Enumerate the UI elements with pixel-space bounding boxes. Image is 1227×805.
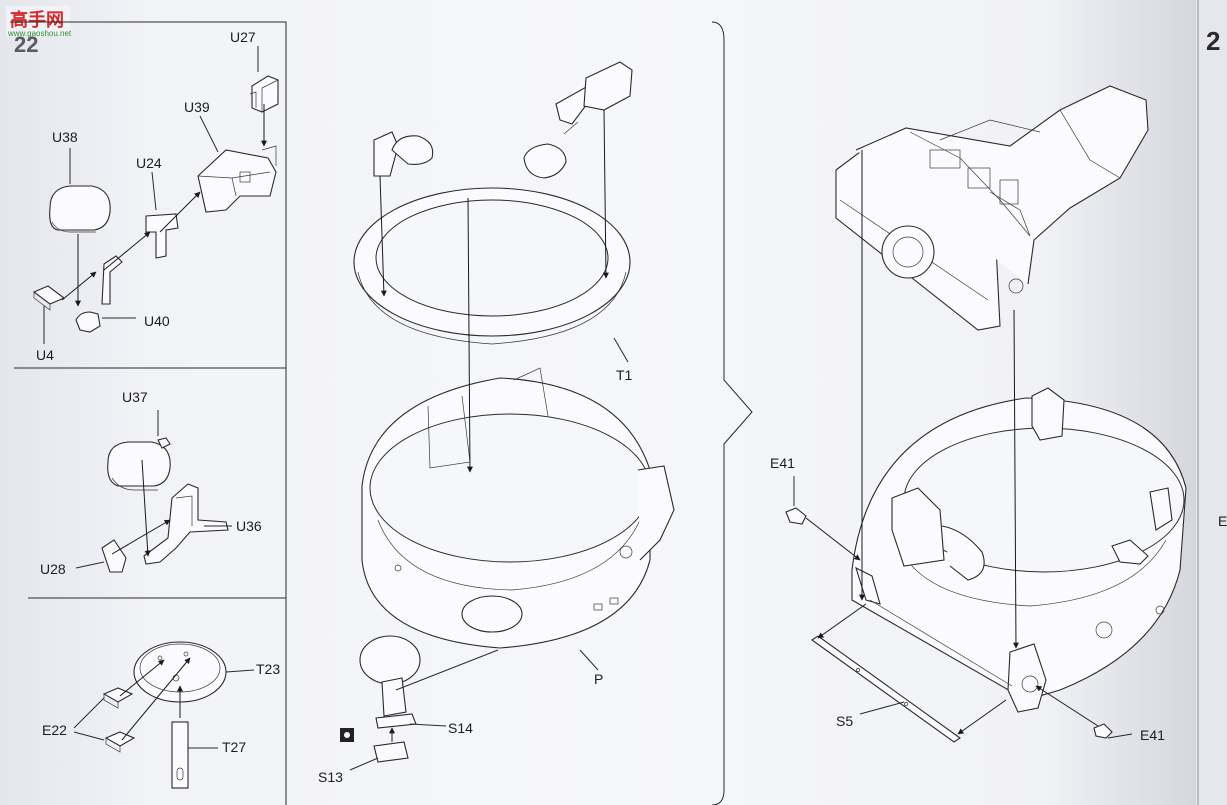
subassembly-gun-mount: [835, 85, 1149, 331]
callout-u39: U39: [184, 99, 210, 115]
callout-e41-bottom: E41: [1140, 727, 1165, 743]
step-separator: [711, 21, 753, 805]
callout-u27: U27: [230, 29, 256, 45]
page-number: 22: [14, 32, 38, 57]
part-u4: [32, 285, 66, 311]
subassembly-hatch: U37 U36 U28: [40, 389, 262, 577]
callout-s13: S13: [318, 769, 343, 785]
callout-t23: T23: [256, 661, 280, 677]
substep-frame: [10, 21, 287, 805]
callout-t1: T1: [616, 367, 633, 383]
part-e22-upper: [102, 687, 134, 709]
part-s5: [811, 603, 1007, 743]
callout-e41-top: E41: [770, 455, 795, 471]
subassembly-vent: T23 E22 T27: [42, 641, 280, 789]
part-u36: [143, 483, 229, 565]
callout-s14: S14: [448, 720, 473, 736]
subassembly-basket-right: [851, 387, 1187, 713]
callout-u38: U38: [52, 129, 78, 145]
part-p: [361, 367, 675, 649]
subassembly-periscope-right: [523, 61, 633, 179]
watermark-site-name: 高手网: [10, 9, 64, 30]
subassembly-periscope: U27 U39 U38 U24 U40 U4: [32, 29, 279, 363]
callout-p: P: [594, 671, 603, 687]
part-u39: [197, 145, 277, 213]
next-page-number: 2: [1206, 26, 1220, 56]
subassembly-turret-basket: T1 P S14 S13: [318, 61, 675, 785]
callout-u37: U37: [122, 389, 148, 405]
callout-t27: T27: [222, 739, 246, 755]
watermark-site-url: www.gaoshou.net: [7, 29, 72, 38]
next-page-edge: 2 E: [1196, 0, 1227, 805]
part-u38: [49, 185, 111, 233]
part-s13: [340, 728, 409, 763]
part-s14: [359, 635, 499, 729]
part-t27: [171, 721, 189, 789]
subassembly-periscope-left: [373, 131, 434, 177]
part-u24: [145, 213, 179, 259]
part-u27: [249, 75, 279, 113]
callout-e22: E22: [42, 722, 67, 738]
callout-u24: U24: [136, 155, 162, 171]
callout-u4: U4: [36, 347, 54, 363]
callout-u40: U40: [144, 313, 170, 329]
part-u40: [75, 255, 123, 333]
callout-edge-e: E: [1218, 513, 1227, 529]
callout-u36: U36: [236, 518, 262, 534]
watermark-logo: 高手网 www.gaoshou.net 22: [6, 6, 72, 57]
part-e41-bottom: [1093, 723, 1113, 739]
part-u28: [101, 539, 127, 573]
part-e22-lower: [104, 731, 136, 753]
part-u37: [107, 437, 171, 491]
part-e41-top: [785, 507, 807, 525]
part-t1: [353, 187, 631, 345]
callout-s5: S5: [836, 713, 853, 729]
callout-u28: U28: [40, 561, 66, 577]
